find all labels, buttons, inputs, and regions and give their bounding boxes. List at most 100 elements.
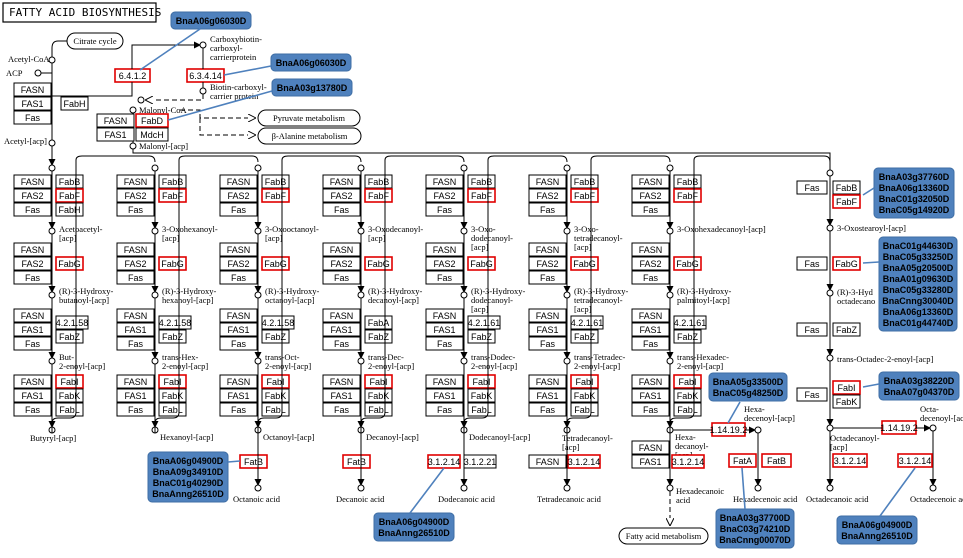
node-biotin-carboxyl[interactable] (199, 87, 207, 95)
genebox-g7[interactable] (878, 371, 960, 401)
genebox-g10[interactable] (715, 508, 795, 549)
col5-fasn1[interactable] (425, 174, 464, 189)
col1-fas2b[interactable] (13, 256, 52, 271)
col1-n-enoyl[interactable] (48, 357, 56, 365)
col2-n-enoyl[interactable] (151, 357, 159, 365)
col4-fasc[interactable] (322, 336, 361, 351)
col2-fasn3[interactable] (116, 308, 155, 323)
col2-n-hydroxy[interactable] (151, 291, 159, 299)
col5-n-hydroxy[interactable] (460, 291, 468, 299)
col6-n-acid[interactable] (563, 484, 571, 492)
col3-fas1[interactable] (219, 322, 258, 337)
col6-fasn1[interactable] (528, 174, 567, 189)
col1-fasn4[interactable] (13, 374, 52, 389)
col1-fas[interactable] (13, 202, 52, 217)
col7-n-hydroxy[interactable] (666, 291, 674, 299)
col5-fas[interactable] (425, 202, 464, 217)
node-acetyl-coa[interactable] (48, 56, 56, 64)
col1-n-acyl[interactable] (48, 164, 56, 172)
enzyme-fasn[interactable] (13, 82, 52, 97)
genebox-g8[interactable] (147, 451, 229, 503)
col1-fas1[interactable] (13, 322, 52, 337)
col4-fasn3[interactable] (322, 308, 361, 323)
col8-n-octadecenoic[interactable] (929, 484, 937, 492)
col2-fasd[interactable] (116, 402, 155, 417)
col4-fas1b[interactable] (322, 388, 361, 403)
col6-fasc[interactable] (528, 336, 567, 351)
col3-n-acyl[interactable] (254, 164, 262, 172)
col7-fas1[interactable] (631, 322, 670, 337)
col7-n-acyl[interactable] (666, 164, 674, 172)
col1-fasd[interactable] (13, 402, 52, 417)
col6-fasn5[interactable] (528, 454, 567, 469)
col1-fasn1[interactable] (13, 174, 52, 189)
col7-ec31214[interactable] (671, 454, 705, 469)
col8-ec31214b[interactable] (897, 453, 933, 468)
col7-n-hexadecanoic[interactable] (666, 484, 674, 492)
col2-fasb[interactable] (116, 270, 155, 285)
col8-n-hydroxy[interactable] (826, 289, 834, 297)
node-malonyl-acp[interactable] (129, 142, 137, 150)
col6-fasn4[interactable] (528, 374, 567, 389)
col2-fasn1[interactable] (116, 174, 155, 189)
col7-fatb[interactable] (761, 453, 792, 468)
col2-ec42158[interactable] (158, 315, 192, 330)
col7-n-hexadecenoic[interactable] (754, 484, 762, 492)
col1-fas1b[interactable] (13, 388, 52, 403)
ec-6-3-4-14[interactable] (186, 68, 225, 83)
col4-fasn1[interactable] (322, 174, 361, 189)
col3-fasn2[interactable] (219, 242, 258, 257)
col6-fas1[interactable] (528, 322, 567, 337)
col6-fasn3[interactable] (528, 308, 567, 323)
col7-fasn1[interactable] (631, 174, 670, 189)
col7-n-oxo[interactable] (666, 227, 674, 235)
col1-n-oxo[interactable] (48, 227, 56, 235)
col2-fas1b[interactable] (116, 388, 155, 403)
col6-n-acyl[interactable] (563, 164, 571, 172)
col8-ec31214a[interactable] (832, 453, 868, 468)
col7-fata[interactable] (728, 453, 757, 468)
col1-fasc[interactable] (13, 336, 52, 351)
col8-fas-b[interactable] (796, 256, 828, 271)
col3-fasb[interactable] (219, 270, 258, 285)
col6-fas2b[interactable] (528, 256, 567, 271)
col8-n-octadecanoyl[interactable] (826, 424, 834, 432)
col8-fabb[interactable] (832, 180, 861, 195)
col4-fas2[interactable] (322, 188, 361, 203)
col7-fasc[interactable] (631, 336, 670, 351)
col2-fas[interactable] (116, 202, 155, 217)
enzyme-fabd[interactable] (135, 113, 169, 128)
col3-fas2[interactable] (219, 188, 258, 203)
genebox-g6[interactable] (708, 372, 788, 402)
enzyme-fas[interactable] (13, 110, 52, 125)
col5-n-acyl[interactable] (460, 164, 468, 172)
col7-fas2b[interactable] (631, 256, 670, 271)
col5-n-acid[interactable] (460, 484, 468, 492)
col4-fas1[interactable] (322, 322, 361, 337)
enzyme-fas1[interactable] (13, 96, 52, 111)
col8-fas-d[interactable] (796, 387, 828, 402)
col4-n-hydroxy[interactable] (357, 291, 365, 299)
col6-fas2[interactable] (528, 188, 567, 203)
col8-n-octadecanoic[interactable] (826, 484, 834, 492)
col7-n-hexadecenoyl[interactable] (754, 426, 762, 434)
col1-fasn2[interactable] (13, 242, 52, 257)
col4-fasn2[interactable] (322, 242, 361, 257)
col6-ec42161[interactable] (570, 315, 604, 330)
col3-fasd[interactable] (219, 402, 258, 417)
col5-n-enoyl[interactable] (460, 357, 468, 365)
col3-n-enoyl[interactable] (254, 357, 262, 365)
genebox-g3[interactable] (271, 78, 353, 97)
col8-n-enoyl[interactable] (826, 354, 834, 362)
col7-fas1c[interactable] (631, 454, 670, 469)
col8-fabf[interactable] (832, 194, 861, 209)
col3-fasn1[interactable] (219, 174, 258, 189)
col2-fasn4[interactable] (116, 374, 155, 389)
col3-fasn4[interactable] (219, 374, 258, 389)
col4-fas[interactable] (322, 202, 361, 217)
col2-n-oxo[interactable] (151, 227, 159, 235)
col5-fas2b[interactable] (425, 256, 464, 271)
map-fatty-acid-metabolism[interactable] (618, 527, 709, 545)
col1-ec42158[interactable] (55, 315, 89, 330)
col4-fatb[interactable] (342, 454, 371, 469)
